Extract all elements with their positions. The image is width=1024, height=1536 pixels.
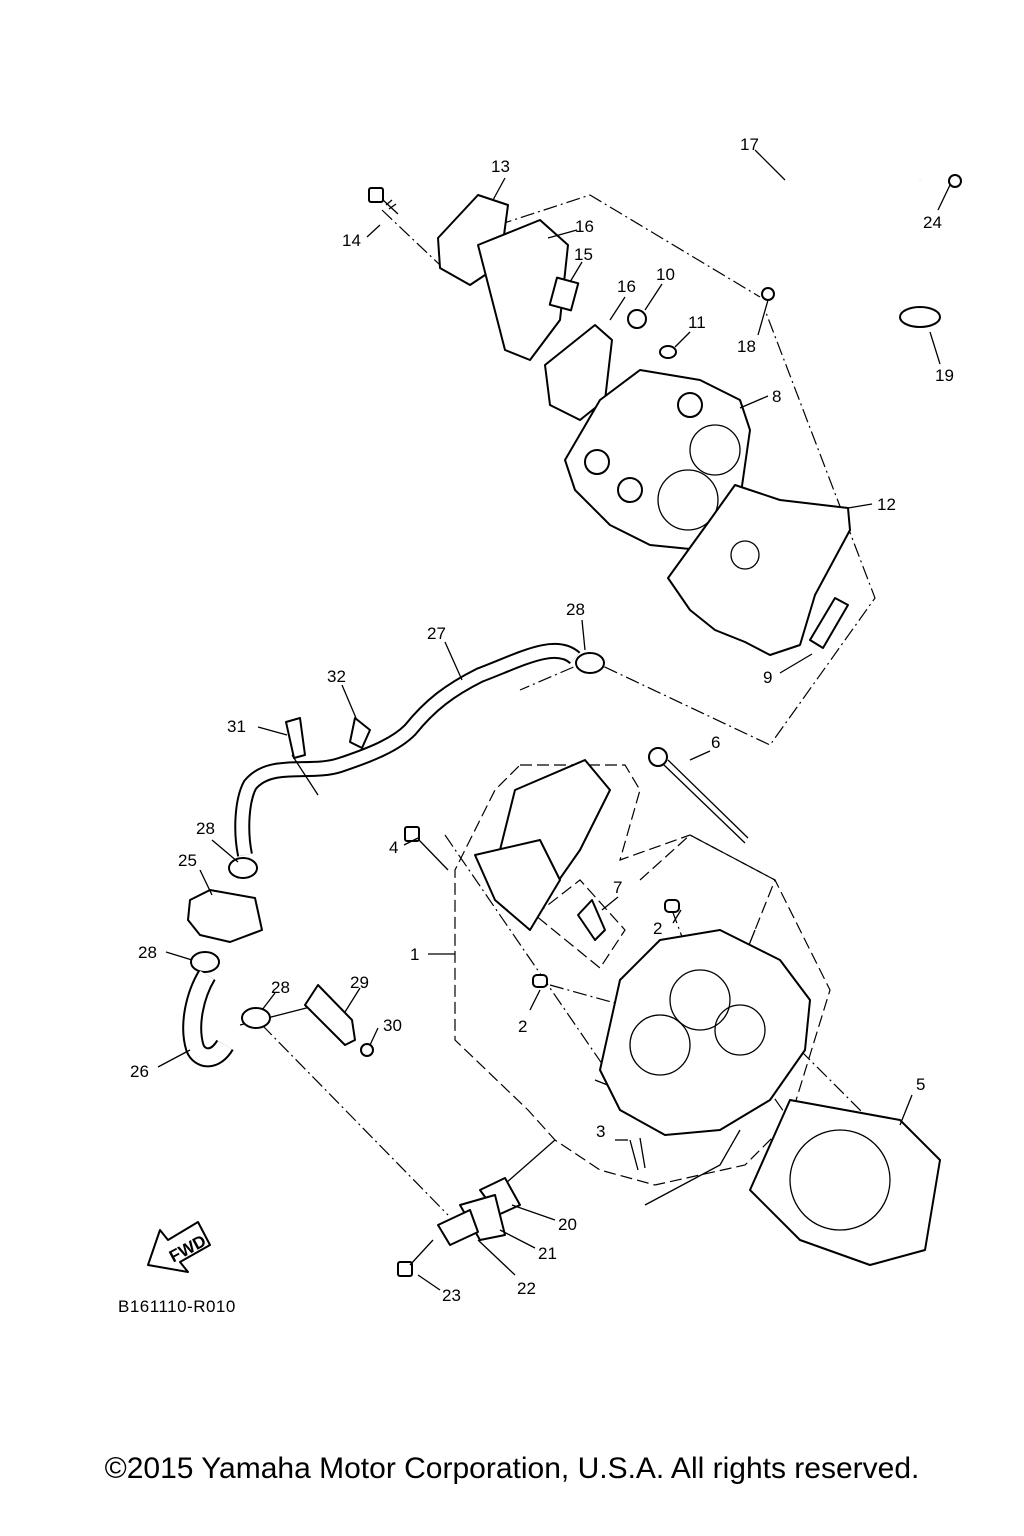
callout-28d: 28 [271, 978, 290, 997]
callout-27: 27 [427, 624, 446, 643]
callout-32: 32 [327, 667, 346, 686]
callout-30: 30 [383, 1016, 402, 1035]
callout-24: 24 [923, 213, 942, 232]
callout-28b: 28 [196, 819, 215, 838]
callout-31: 31 [227, 717, 246, 736]
copyright-notice: ©2015 Yamaha Motor Corporation, U.S.A. A… [104, 1452, 920, 1485]
callout-20: 20 [558, 1215, 577, 1234]
callout-1: 1 [410, 945, 419, 964]
callout-12: 12 [877, 495, 896, 514]
callout-17: 17 [740, 135, 759, 154]
callout-23: 23 [442, 1286, 461, 1305]
callout-6: 6 [711, 733, 720, 752]
callout-13: 13 [491, 157, 510, 176]
callout-2a: 2 [653, 919, 662, 938]
callout-15: 15 [574, 245, 593, 264]
callout-21: 21 [538, 1244, 557, 1263]
callout-7: 7 [613, 878, 622, 897]
callout-19: 19 [935, 366, 954, 385]
part-sketches: FWD [147, 156, 962, 1277]
callout-labels: 1 2 2 3 4 5 6 7 8 9 10 11 12 13 14 15 16… [130, 135, 954, 1305]
callout-18: 18 [737, 337, 756, 356]
leader-lines [157, 149, 951, 1291]
callout-16b: 16 [617, 277, 636, 296]
callout-5: 5 [916, 1075, 925, 1094]
callout-2b: 2 [518, 1017, 527, 1036]
callout-3: 3 [596, 1122, 605, 1141]
callout-9: 9 [763, 668, 772, 687]
callout-25: 25 [178, 851, 197, 870]
callout-26: 26 [130, 1062, 149, 1081]
callout-29: 29 [350, 973, 369, 992]
callout-4: 4 [389, 838, 398, 857]
callout-28c: 28 [138, 943, 157, 962]
callout-28a: 28 [566, 600, 585, 619]
callout-10: 10 [656, 265, 675, 284]
callout-11: 11 [688, 313, 706, 332]
callout-14: 14 [342, 231, 361, 250]
callout-8: 8 [772, 387, 781, 406]
callout-22: 22 [517, 1279, 536, 1298]
drawing-code: B161110-R010 [118, 1297, 236, 1316]
callout-16a: 16 [575, 217, 594, 236]
